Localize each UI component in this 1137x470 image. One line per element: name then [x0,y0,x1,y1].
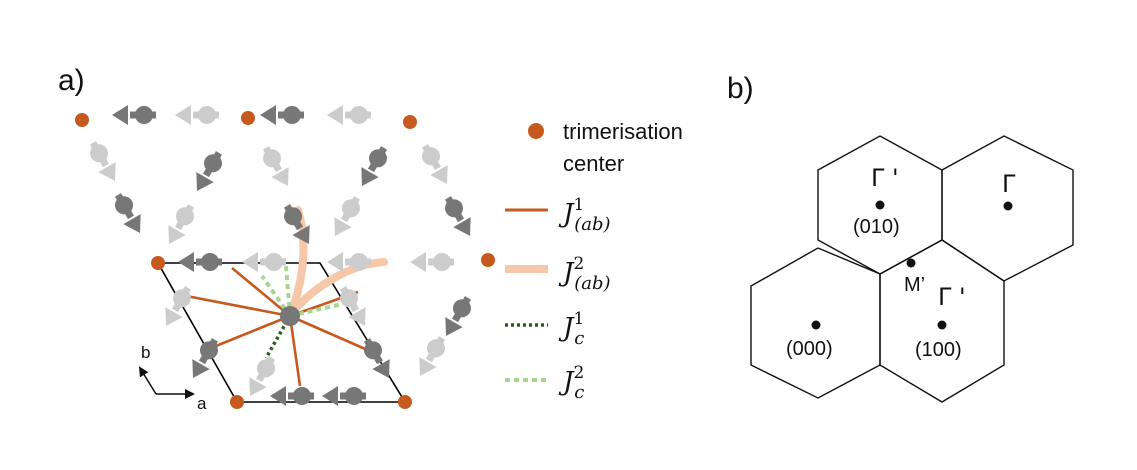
point-100 [937,320,947,330]
point-010 [875,200,885,210]
spin-moment [444,196,471,236]
panel-b-label: b) [727,72,754,105]
spin-moment [283,204,310,244]
spin-moment [262,146,289,186]
spin-moment [419,336,446,376]
bz-points [811,200,1013,330]
trimerisation-center [241,111,255,125]
spin-moment [249,356,276,396]
spin-moment [363,338,390,378]
legend-trimer-label-line1: trimerisation [563,119,683,144]
spin-moment [327,252,371,272]
trimerisation-center [151,256,165,270]
label-gamma-prime-bottom: Γ ' [938,283,966,311]
spin-moment [114,193,141,233]
spin-moment [165,286,192,326]
spin-moment [361,146,388,186]
bz-hexagon-100 [879,239,1005,403]
point-000 [811,320,821,330]
spin-moment [270,386,314,406]
spin-layer [89,105,472,406]
label-000: (000) [786,338,833,360]
label-gamma: Γ [1002,170,1016,198]
spin-moment [421,144,448,184]
legend-j2ab-label: J2(ab) [558,254,611,294]
trimer-layer [75,111,495,409]
central-spin [280,306,300,326]
spin-moment [260,105,304,125]
spin-moment [327,105,371,125]
spin-moment [192,338,219,378]
j2c-bonds [260,265,343,318]
trimerisation-center [75,113,89,127]
spin-moment [175,105,219,125]
spin-moment [445,296,472,336]
spin-moment [112,105,156,125]
trimerisation-center [230,395,244,409]
brillouin-zones [750,135,1074,403]
axis-b-label: b [141,343,150,362]
lattice-axes: a b [138,343,207,413]
legend-trimer-marker [528,123,544,139]
spin-moment [242,252,286,272]
label-100: (100) [915,339,962,361]
spin-moment [322,386,366,406]
spin-moment [89,141,116,181]
panel-a-structure: a b [75,105,495,413]
label-010: (010) [853,216,900,238]
legend-trimer-label-line2: center [563,151,624,176]
spin-moment [339,286,366,326]
spin-moment [196,151,223,191]
point-gamma [1003,201,1013,211]
label-m-prime: M’ [904,274,925,296]
trimerisation-center [481,253,495,267]
point-m-prime [906,258,916,268]
legend-j1ab-label: J1(ab) [558,195,611,235]
trimerisation-center [398,395,412,409]
spin-moment [410,252,454,272]
trimerisation-center [403,115,417,129]
spin-moment [178,252,222,272]
axis-a-label: a [197,394,207,413]
label-gamma-prime-top: Γ ' [871,164,899,192]
spin-moment [168,204,195,244]
spin-moment [334,196,361,236]
panel-a-label: a) [58,64,85,97]
